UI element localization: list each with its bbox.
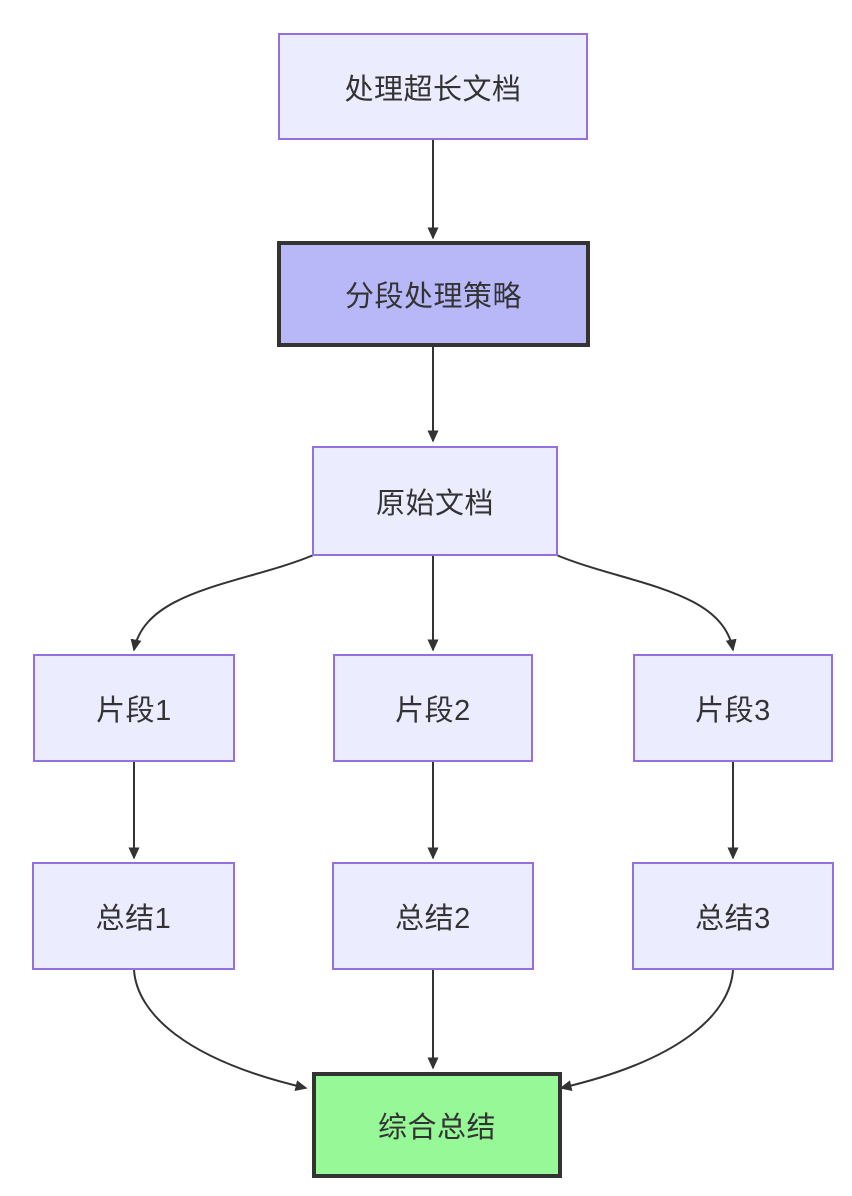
node-summary-3: 总结3 <box>632 862 834 970</box>
node-label: 原始文档 <box>375 488 494 520</box>
node-label: 片段2 <box>395 695 471 727</box>
edge-c-d3 <box>553 553 737 652</box>
node-summary-1: 总结1 <box>32 862 235 970</box>
node-summary-2: 总结2 <box>332 862 534 970</box>
node-label: 片段3 <box>695 695 771 727</box>
node-label: 处理超长文档 <box>344 73 522 106</box>
edge-e1-f <box>133 969 308 1091</box>
edge-c-d1 <box>130 553 317 652</box>
node-final-summary: 综合总结 <box>312 1072 562 1178</box>
node-fragment-1: 片段1 <box>33 654 235 762</box>
node-fragment-2: 片段2 <box>333 654 533 762</box>
node-label: 分段处理策略 <box>344 281 522 313</box>
node-original-doc: 原始文档 <box>312 446 558 556</box>
node-label: 总结3 <box>695 903 771 935</box>
node-process-long-doc: 处理超长文档 <box>278 33 588 140</box>
node-label: 综合总结 <box>377 1112 496 1144</box>
node-label: 片段1 <box>96 695 172 727</box>
node-segment-strategy: 分段处理策略 <box>277 241 590 347</box>
edge-e3-f <box>559 969 734 1091</box>
node-label: 总结1 <box>95 903 172 935</box>
node-label: 总结2 <box>395 903 471 935</box>
node-fragment-3: 片段3 <box>633 654 833 762</box>
